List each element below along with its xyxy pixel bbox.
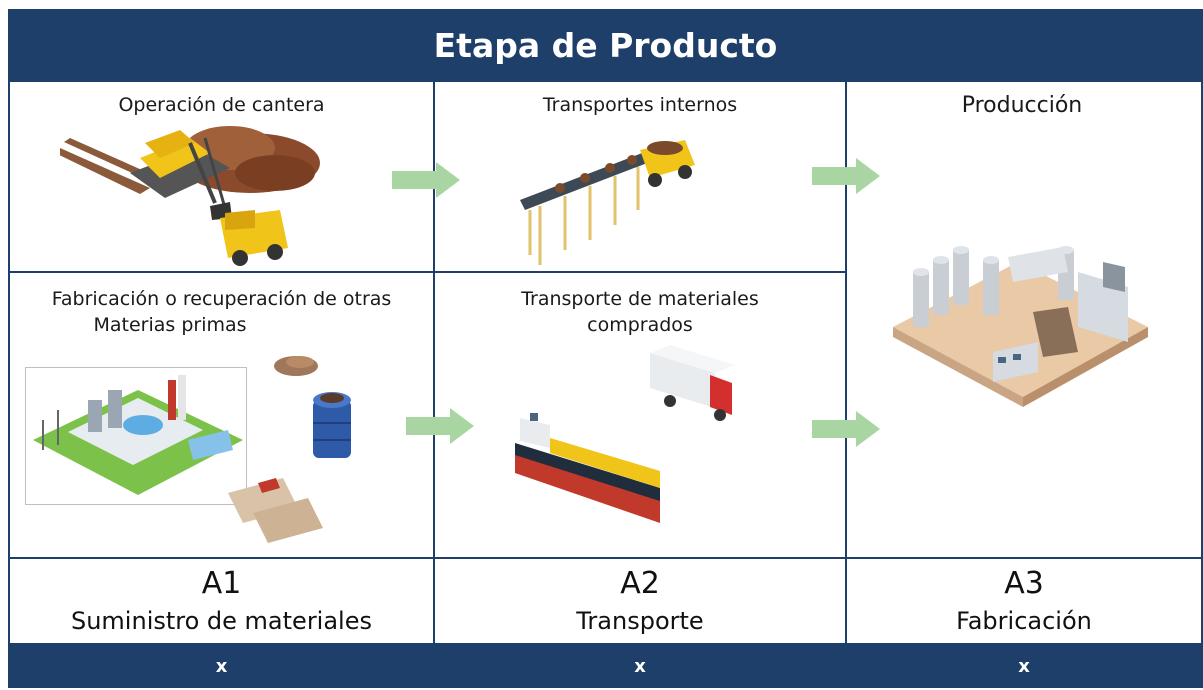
module-a3-mark: x xyxy=(1018,656,1030,677)
module-a1-name: Suministro de materiales xyxy=(70,607,372,635)
row-divider-top xyxy=(8,271,845,273)
arrow-right-icon xyxy=(406,408,474,444)
arrow-right-icon xyxy=(812,158,880,194)
concrete-plant-icon xyxy=(893,246,1148,407)
column-divider-1 xyxy=(433,82,435,643)
quarry-label: Operación de cantera xyxy=(118,94,325,116)
module-a3-name: Fabricación xyxy=(956,607,1092,635)
module-a1-code: A1 xyxy=(201,566,242,601)
module-a2-mark: x xyxy=(634,656,646,677)
purchased-transport-label-line2: comprados xyxy=(587,314,693,336)
purchased-transport-label-line1: Transporte de materiales xyxy=(521,288,759,310)
column-divider-2 xyxy=(845,82,847,643)
diagram-frame xyxy=(8,9,1203,688)
raw-materials-icon xyxy=(228,356,351,543)
raw-materials-label-line2: Materias primas xyxy=(93,314,247,336)
industrial-plant-icon xyxy=(33,375,243,495)
module-a2-name: Transporte xyxy=(576,607,704,635)
module-a3-code: A3 xyxy=(1004,566,1044,601)
footer-bar: x x x xyxy=(8,643,1203,688)
row-divider-bottom xyxy=(8,557,1203,559)
raw-materials-label-line1: Fabricación o recuperación de otras xyxy=(51,288,392,310)
ship-truck-icon xyxy=(515,345,735,523)
quarry-excavator-icon xyxy=(60,126,320,266)
arrow-right-icon xyxy=(812,411,880,447)
industrial-plant-frame xyxy=(25,367,247,505)
production-label: Producción xyxy=(961,93,1083,118)
module-a2-code: A2 xyxy=(620,566,660,601)
internal-transport-label: Transportes internos xyxy=(542,94,738,116)
conveyor-dumptruck-icon xyxy=(520,140,695,265)
diagram-title: Etapa de Producto xyxy=(8,9,1203,82)
arrow-right-icon xyxy=(392,162,460,198)
module-a1-mark: x xyxy=(215,656,228,677)
